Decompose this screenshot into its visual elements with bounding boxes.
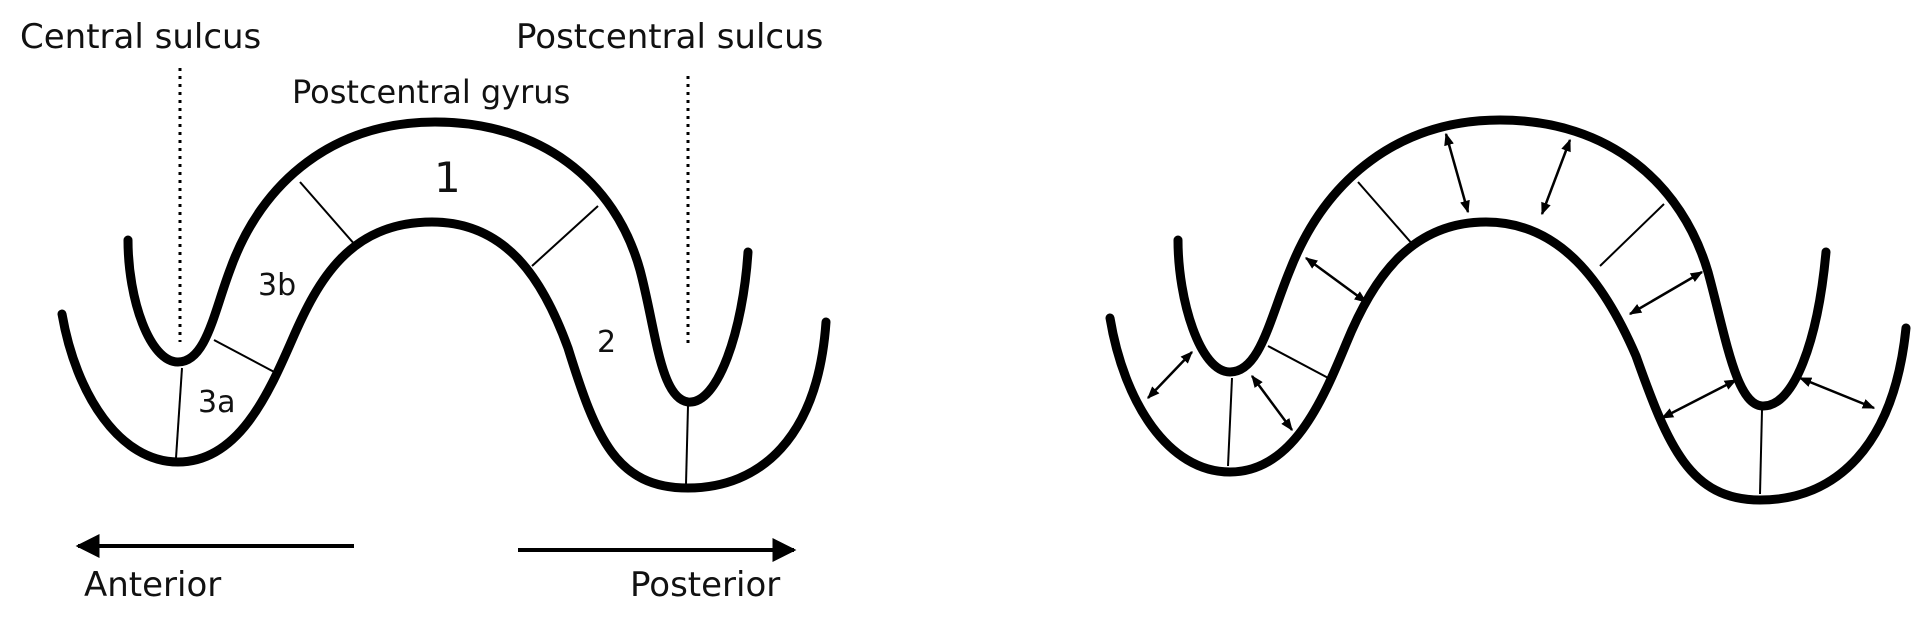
postcentral-sulcus-label: Postcentral sulcus (516, 17, 823, 57)
boundary-2-fundus (685, 405, 689, 485)
boundary-1-2 (531, 205, 599, 267)
outer-cortex-surface-right (1173, 115, 1831, 411)
boundary-3a-fundus (175, 367, 183, 459)
right-boundary-3a-3b (1267, 345, 1333, 381)
boundary-3b-1 (299, 181, 357, 247)
double-arrow-1 (1147, 351, 1193, 399)
outer-cortex-surface (123, 117, 753, 407)
double-arrow-8 (1798, 376, 1876, 410)
area-3a-label: 3a (198, 385, 235, 420)
right-panel (1105, 115, 1911, 505)
inner-cortex-surface (57, 217, 831, 493)
inner-cortex-surface-right (1105, 217, 1911, 505)
double-arrow-5 (1540, 138, 1572, 216)
boundary-3a-3b (213, 339, 279, 375)
area-2-label: 2 (597, 325, 616, 360)
double-arrow-2 (1250, 374, 1294, 432)
anterior-label: Anterior (84, 565, 221, 605)
right-boundary-1-2 (1599, 203, 1665, 267)
posterior-label: Posterior (630, 565, 780, 605)
right-boundary-3a-fundus (1227, 377, 1233, 467)
right-boundary-3b-1 (1357, 181, 1415, 247)
area-3b-label: 3b (258, 268, 296, 303)
postcentral-gyrus-label: Postcentral gyrus (292, 73, 570, 111)
double-arrow-3 (1304, 256, 1368, 304)
double-arrow-6 (1628, 270, 1704, 316)
central-sulcus-label: Central sulcus (20, 17, 261, 57)
double-arrow-7 (1660, 378, 1738, 420)
double-arrow-4 (1444, 132, 1470, 214)
area-1-label: 1 (434, 153, 461, 202)
left-panel (57, 68, 831, 562)
right-boundary-2-fundus (1759, 409, 1763, 495)
